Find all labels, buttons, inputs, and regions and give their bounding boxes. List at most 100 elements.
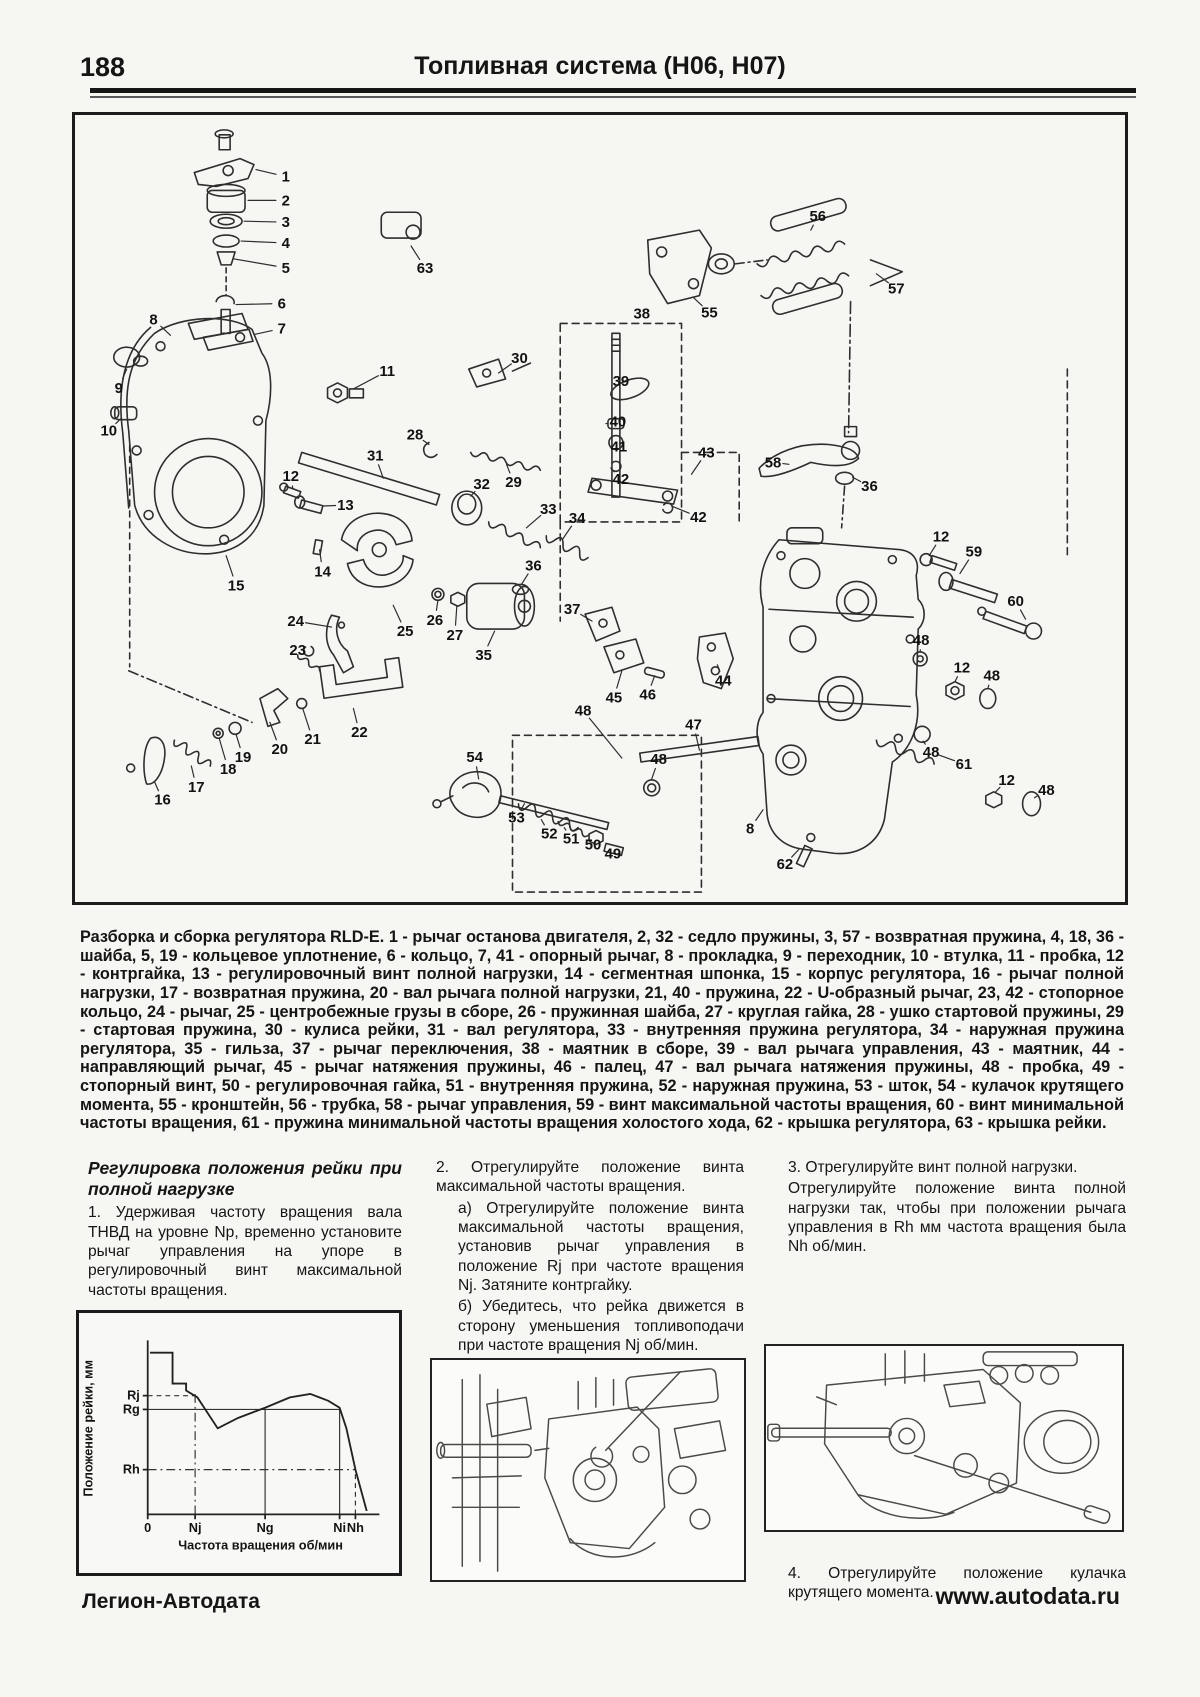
- svg-text:10: 10: [101, 424, 118, 440]
- svg-text:14: 14: [314, 564, 331, 580]
- pump-adjustment-illustration-1: [430, 1358, 746, 1582]
- instruction-step-2: 2. Отрегулируйте положение винта максима…: [436, 1159, 744, 1196]
- svg-text:Nj: Nj: [189, 1520, 202, 1535]
- svg-text:Ng: Ng: [257, 1520, 274, 1535]
- svg-text:27: 27: [447, 628, 464, 644]
- svg-text:34: 34: [569, 511, 586, 527]
- svg-text:55: 55: [701, 305, 718, 321]
- instruction-step-3: 3. Отрегулируйте винт полной нагрузки.: [788, 1159, 1078, 1176]
- svg-text:17: 17: [188, 780, 205, 796]
- svg-text:48: 48: [1038, 783, 1055, 799]
- column-middle: 2. Отрегулируйте положение винта максима…: [436, 1158, 744, 1357]
- flyweight-art: [340, 512, 621, 642]
- svg-text:11: 11: [379, 364, 395, 380]
- instruction-step-4: 4. Отрегулируйте положение кулачка крутя…: [788, 1564, 1126, 1601]
- svg-text:18: 18: [220, 762, 237, 778]
- svg-text:8: 8: [149, 312, 157, 328]
- page-title: Топливная система (Н06, Н07): [414, 52, 786, 80]
- svg-text:63: 63: [417, 261, 434, 277]
- svg-text:21: 21: [304, 732, 321, 748]
- svg-text:24: 24: [287, 614, 304, 630]
- svg-text:30: 30: [511, 351, 528, 367]
- middle-parts-art: [279, 358, 532, 556]
- spring-coils-art: [173, 240, 935, 838]
- instruction-step-3-body: Отрегулируйте положение винта полной наг…: [788, 1180, 1126, 1256]
- pendulum-assembly-art: [559, 322, 740, 622]
- svg-text:35: 35: [475, 648, 492, 664]
- page-number: 188: [80, 52, 126, 82]
- right-fasteners-art: [912, 552, 1043, 817]
- rack-cover-art: [380, 211, 422, 240]
- svg-text:44: 44: [715, 674, 732, 690]
- svg-text:61: 61: [956, 757, 973, 773]
- instruction-step-2a: а) Отрегулируйте положение винта максима…: [458, 1199, 744, 1294]
- svg-text:6: 6: [278, 297, 286, 313]
- svg-text:Nh: Nh: [347, 1520, 364, 1535]
- svg-text:47: 47: [685, 717, 702, 733]
- tension-lever-art: [603, 632, 760, 797]
- svg-text:32: 32: [473, 477, 490, 493]
- svg-text:2: 2: [282, 193, 290, 209]
- pump-illustration-2-art: [767, 1350, 1111, 1524]
- svg-text:60: 60: [1007, 594, 1024, 610]
- svg-text:26: 26: [427, 613, 444, 629]
- diagram-caption: Разборка и сборка регулятора RLD-E. 1 - …: [80, 928, 1124, 1133]
- svg-text:1: 1: [282, 170, 290, 186]
- svg-text:16: 16: [154, 793, 171, 809]
- svg-text:7: 7: [278, 321, 286, 337]
- svg-text:41: 41: [611, 439, 628, 455]
- governor-exploded-diagram: 1234563678910113028311213293233341415363…: [101, 129, 1069, 893]
- full-load-lever-art: [125, 614, 404, 785]
- svg-text:48: 48: [575, 703, 592, 719]
- column-right: 3. Отрегулируйте винт полной нагрузки. О…: [788, 1158, 1126, 1259]
- svg-text:62: 62: [777, 857, 794, 873]
- svg-text:36: 36: [525, 559, 542, 575]
- svg-text:53: 53: [508, 811, 525, 827]
- svg-text:22: 22: [351, 725, 368, 741]
- right-housing-art: [756, 368, 1069, 868]
- svg-text:57: 57: [888, 282, 905, 298]
- svg-text:12: 12: [998, 773, 1015, 789]
- svg-text:48: 48: [913, 633, 930, 649]
- svg-text:59: 59: [966, 545, 983, 561]
- svg-text:9: 9: [115, 381, 123, 397]
- left-housing-art: [110, 312, 272, 668]
- svg-text:58: 58: [765, 455, 782, 471]
- svg-text:48: 48: [650, 752, 667, 768]
- svg-text:8: 8: [746, 822, 754, 838]
- svg-text:29: 29: [505, 475, 522, 491]
- svg-text:4: 4: [282, 236, 291, 252]
- svg-text:51: 51: [563, 831, 580, 847]
- svg-text:54: 54: [466, 750, 483, 766]
- header-rule-thin: [90, 96, 1136, 98]
- svg-text:49: 49: [605, 846, 622, 862]
- svg-text:48: 48: [983, 669, 1000, 685]
- svg-text:Rj: Rj: [127, 1388, 140, 1403]
- svg-text:3: 3: [282, 215, 290, 231]
- svg-text:40: 40: [610, 415, 627, 431]
- svg-text:12: 12: [954, 661, 971, 677]
- svg-text:12: 12: [933, 530, 950, 546]
- svg-text:48: 48: [923, 745, 940, 761]
- svg-text:Rg: Rg: [123, 1401, 140, 1416]
- instruction-step-1: 1. Удерживая частоту вращения вала ТНВД …: [88, 1204, 402, 1299]
- svg-text:5: 5: [282, 261, 290, 277]
- column-left: Регулировка положения рейки при полной н…: [88, 1158, 402, 1302]
- svg-text:52: 52: [541, 826, 558, 842]
- svg-text:Частота вращения об/мин: Частота вращения об/мин: [178, 1538, 343, 1553]
- website-url: www.autodata.ru: [935, 1583, 1120, 1609]
- svg-text:0: 0: [144, 1520, 151, 1535]
- svg-text:56: 56: [809, 209, 826, 225]
- svg-text:23: 23: [289, 643, 306, 659]
- pump-adjustment-illustration-2: [764, 1344, 1124, 1532]
- svg-text:46: 46: [639, 688, 656, 704]
- svg-text:31: 31: [367, 448, 384, 464]
- svg-text:33: 33: [540, 502, 557, 518]
- svg-text:20: 20: [272, 742, 289, 758]
- subsection-heading: Регулировка положения рейки при полной н…: [88, 1158, 402, 1199]
- publisher-name: Легион-Автодата: [82, 1590, 260, 1613]
